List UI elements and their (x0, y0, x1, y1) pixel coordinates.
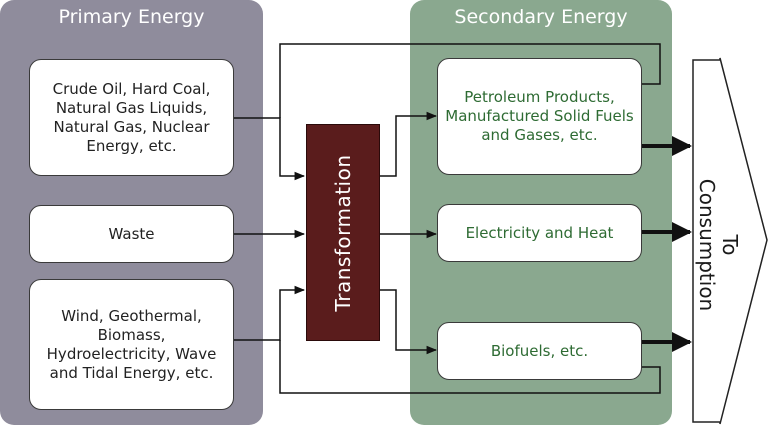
transformation-label: Transformation (331, 153, 355, 312)
secondary-electricity-box: Electricity and Heat (437, 204, 642, 262)
consumption-label-line2: Consumption (695, 178, 719, 312)
secondary-energy-title: Secondary Energy (454, 6, 628, 28)
primary-renewables-box: Wind, Geothermal, Biomass, Hydroelectric… (29, 279, 234, 410)
consumption-label: To Consumption (695, 178, 742, 312)
connector-transform-biofuels (380, 289, 438, 355)
secondary-petroleum-box: Petroleum Products, Manufactured Solid F… (437, 58, 642, 175)
primary-waste-box: Waste (29, 205, 234, 263)
consumption-label-line1: To (718, 234, 742, 256)
connector-primary-bypass-top (279, 43, 661, 118)
transformation-block: Transformation (306, 124, 380, 341)
secondary-biofuels-box: Biofuels, etc. (437, 322, 642, 380)
consumption-arrow-shape (692, 57, 768, 425)
primary-energy-title: Primary Energy (58, 6, 205, 28)
connector-primary3-transform (233, 285, 306, 341)
primary-fossil-nuclear-box: Crude Oil, Hard Coal, Natural Gas Liquid… (29, 59, 234, 176)
connector-transform-petroleum (380, 111, 438, 177)
connector-primary1-transform (233, 117, 306, 181)
connector-primary-bypass-bottom (279, 340, 661, 394)
